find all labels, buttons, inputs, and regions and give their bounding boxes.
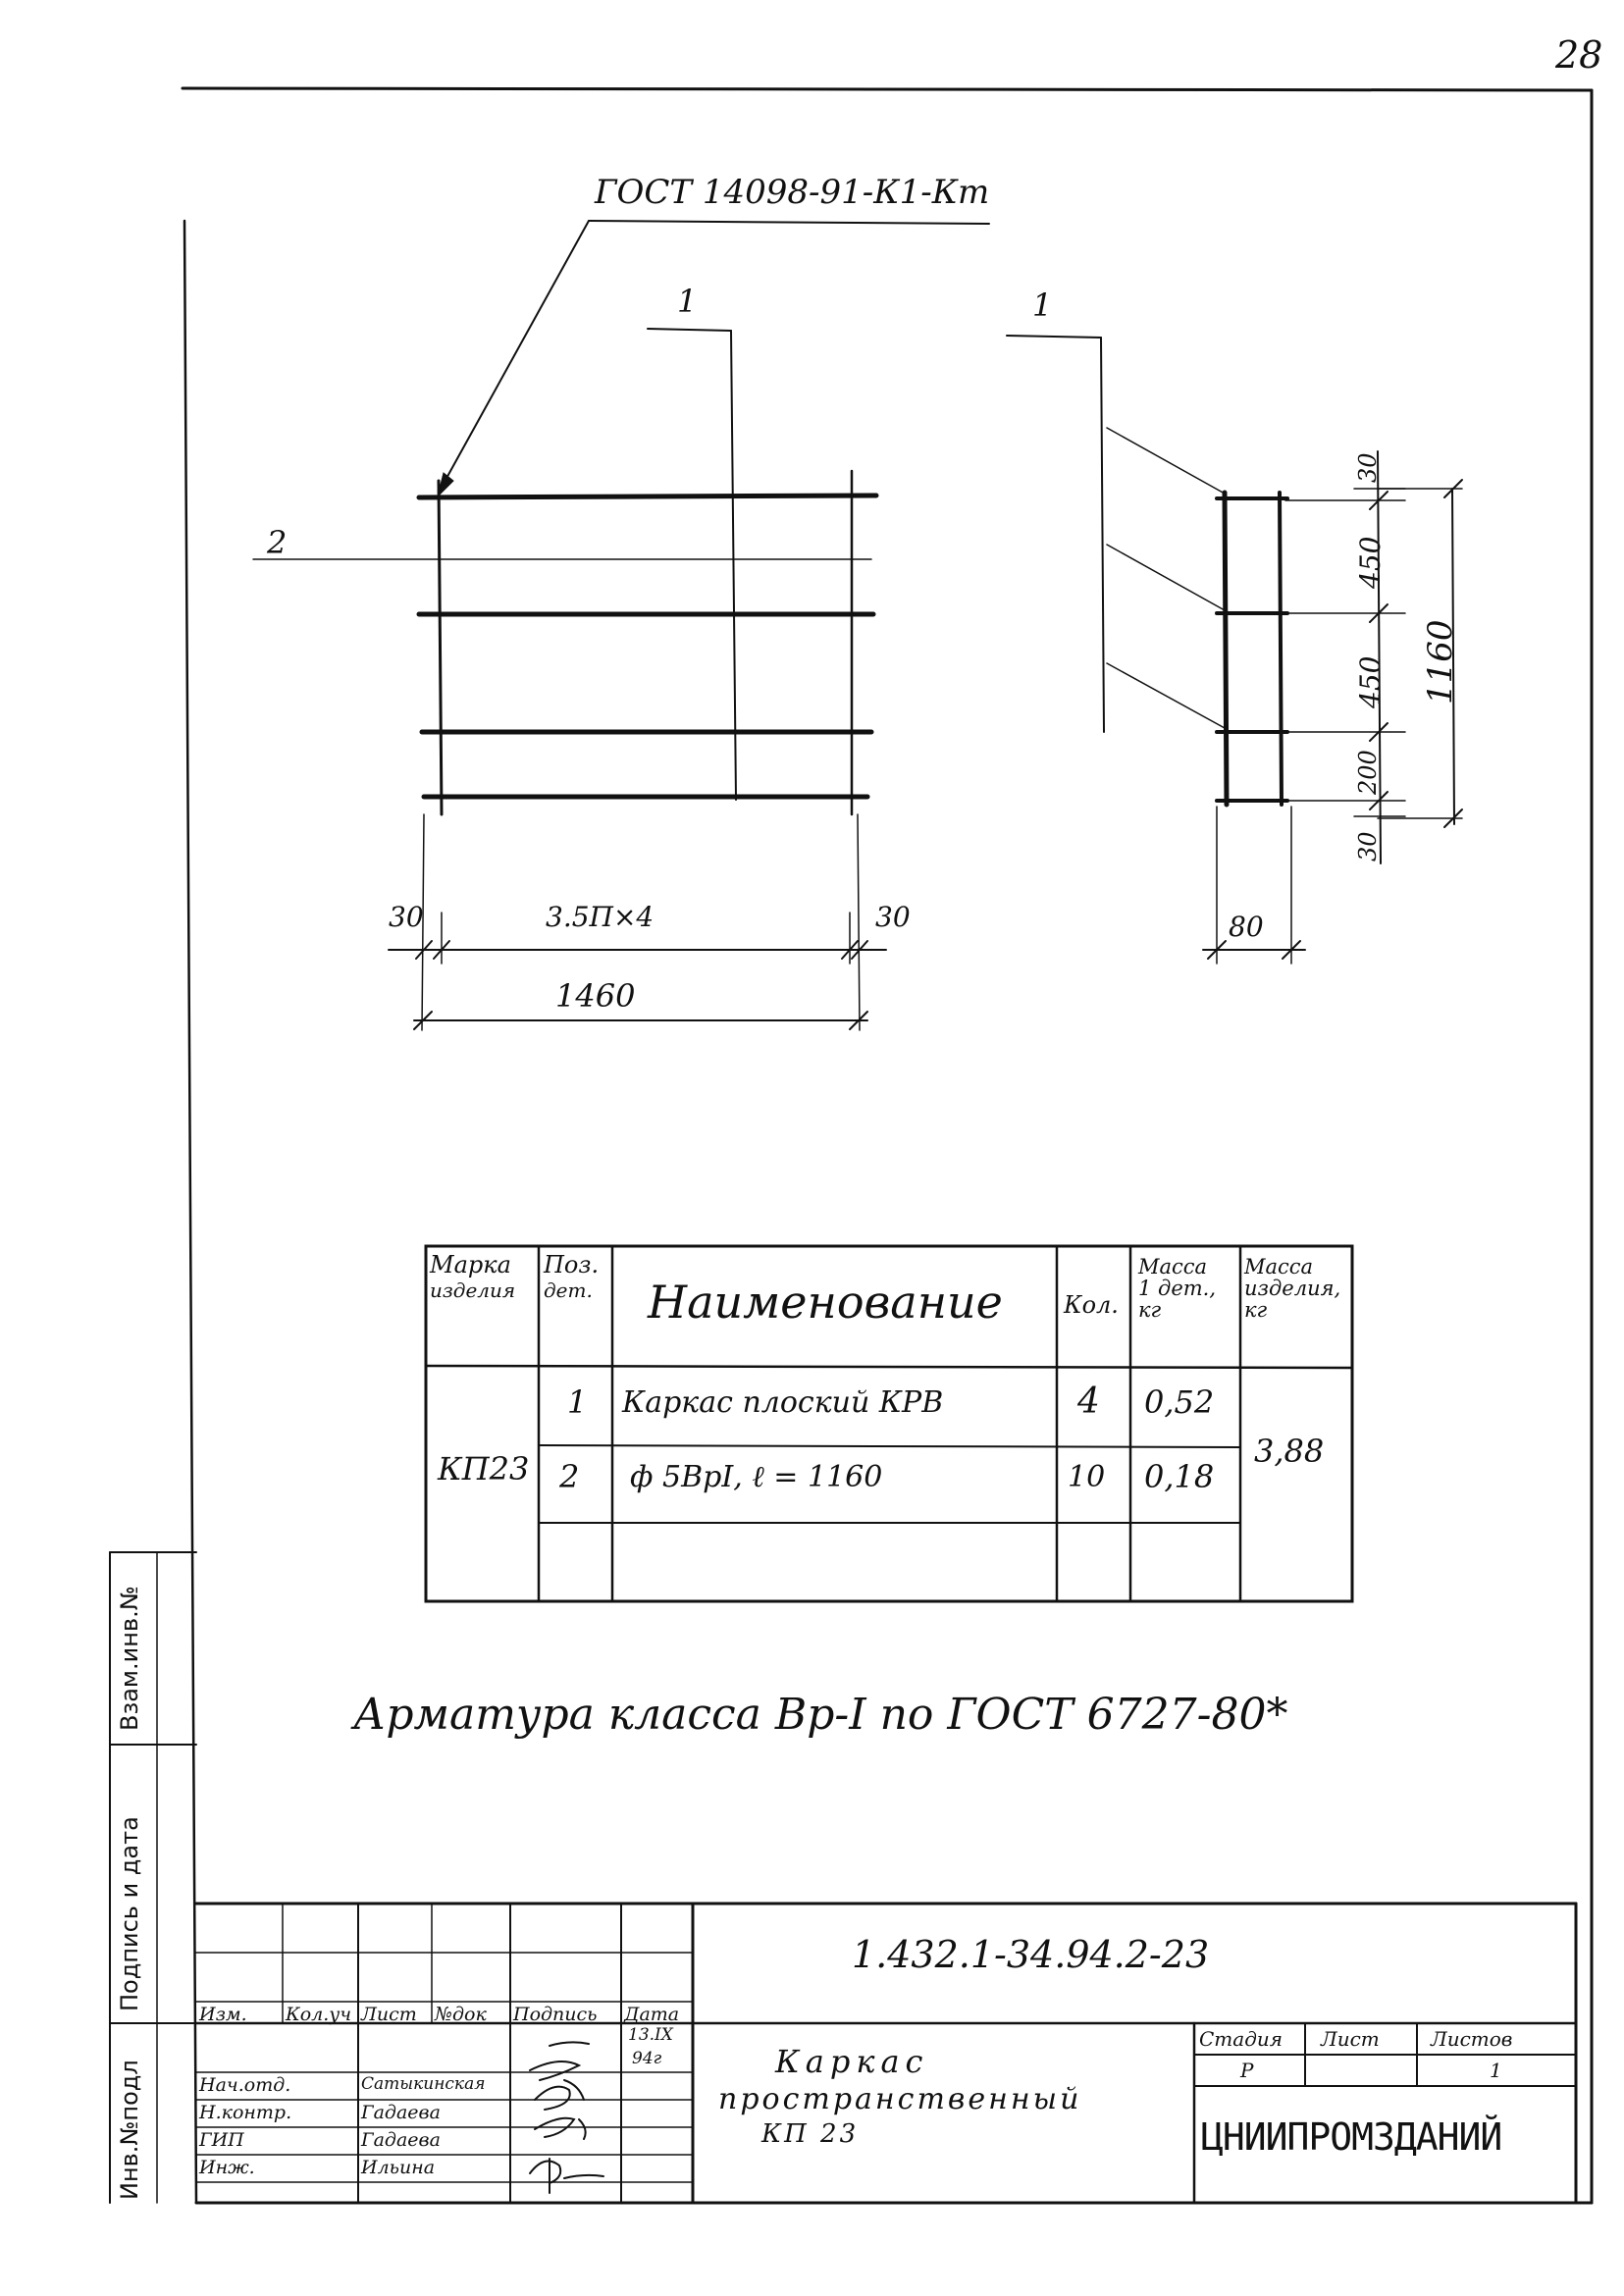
dim-v-1: 450	[1354, 536, 1387, 589]
staff-name-2: Гадаева	[361, 2102, 441, 2123]
staff-role-2: Н.контр.	[199, 2102, 292, 2123]
staff-name-3: Гадаева	[361, 2129, 441, 2151]
row-1-mass: 0,52	[1144, 1383, 1215, 1421]
date-bottom: 94г	[632, 2049, 662, 2068]
col-kol-uch: Кол.уч	[286, 2004, 352, 2025]
col-data: Дата	[624, 2004, 680, 2025]
dim-v-2: 450	[1354, 655, 1387, 708]
staff-role-1: Нач.отд.	[199, 2074, 291, 2096]
stage-header: Стадия	[1199, 2027, 1283, 2051]
dim-v-total: 1160	[1421, 619, 1460, 704]
header-qty: Кол.	[1064, 1291, 1119, 1319]
dim-right-margin: 30	[875, 901, 911, 933]
inv-podl-label: Инв.№подл	[116, 2060, 143, 2200]
dim-total-length: 1460	[555, 977, 636, 1015]
row-1-qty: 4	[1077, 1382, 1100, 1422]
podpis-data-label: Подпись и дата	[116, 1816, 143, 2011]
sheets-header: Листов	[1431, 2027, 1513, 2051]
title-line-3: КП 23	[761, 2119, 860, 2149]
row-2-mass: 0,18	[1144, 1458, 1215, 1495]
gost-leader-label: ГОСТ 14098-91-К1-Кт	[595, 173, 990, 212]
title-line-1: Каркас	[775, 2043, 929, 2080]
staff-name-4: Ильина	[361, 2157, 436, 2178]
row-1-name: Каркас плоский КРВ	[622, 1385, 944, 1420]
sheet-header: Лист	[1321, 2027, 1380, 2051]
position-1-label: 1	[677, 283, 698, 320]
position-2-label: 2	[267, 524, 288, 561]
row-1-pos: 1	[567, 1383, 588, 1421]
staff-role-3: ГИП	[199, 2129, 244, 2151]
vzam-inv-label: Взам.инв.№	[116, 1586, 143, 1731]
row-2-pos: 2	[559, 1458, 580, 1495]
staff-name-1: Сатыкинская	[361, 2074, 486, 2094]
product-total-mass: 3,88	[1254, 1433, 1325, 1470]
dim-v-bottom: 30	[1354, 831, 1382, 861]
dim-depth: 80	[1229, 911, 1264, 943]
product-mark: КП23	[438, 1450, 530, 1487]
date-top: 13.IX	[628, 2025, 673, 2045]
row-2-name: ф 5ВрI, ℓ = 1160	[630, 1460, 883, 1494]
position-1-side-label: 1	[1032, 287, 1053, 324]
title-line-2: пространственный	[718, 2082, 1082, 2116]
sheets-value: 1	[1490, 2059, 1502, 2082]
row-2-qty: 10	[1068, 1460, 1106, 1494]
document-code: 1.432.1-34.94.2-23	[852, 1933, 1210, 1976]
col-list: Лист	[361, 2004, 417, 2025]
dim-v-top: 30	[1354, 452, 1382, 483]
staff-role-4: Инж.	[199, 2157, 255, 2178]
page-number: 28	[1555, 33, 1603, 77]
header-pos: Поз.дет.	[544, 1251, 600, 1302]
dim-spacing: 3.5П×4	[546, 901, 655, 933]
reinforcement-note: Арматура класса Вр-I по ГОСТ 6727-80*	[353, 1690, 1288, 1740]
organization-name: ЦНИИПРОМЗДАНИЙ	[1201, 2115, 1502, 2159]
col-izm: Изм.	[199, 2004, 247, 2025]
col-ndok: №док	[435, 2004, 487, 2025]
header-name: Наименование	[648, 1276, 1003, 1329]
dim-v-3: 200	[1354, 750, 1382, 795]
dim-left-margin: 30	[389, 901, 424, 933]
stage-value: Р	[1240, 2059, 1254, 2082]
col-podpis: Подпись	[513, 2004, 598, 2025]
